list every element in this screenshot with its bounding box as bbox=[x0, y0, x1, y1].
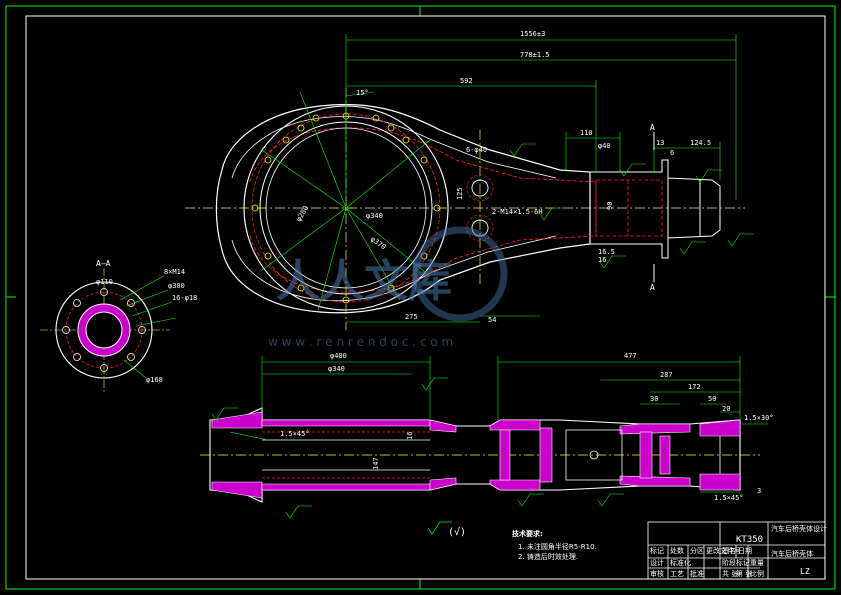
dim-125: 125 bbox=[456, 187, 464, 200]
dim-592: 592 bbox=[460, 77, 473, 85]
part-code: KT350 bbox=[736, 535, 763, 545]
dim-section-dia300: φ300 bbox=[168, 282, 185, 290]
dim-54: 54 bbox=[488, 316, 496, 324]
svg-text:标准化: 标准化 bbox=[670, 558, 691, 567]
plan-view: 1556±3 778±1.5 592 15° 110 13 6 124.5 27… bbox=[185, 30, 754, 330]
svg-text:设计: 设计 bbox=[650, 558, 664, 567]
dim-50: 50 bbox=[708, 395, 716, 403]
dim-elev-dia400: φ400 bbox=[330, 352, 347, 360]
outer-frame bbox=[5, 5, 836, 590]
section-mark-top: A bbox=[650, 123, 655, 132]
tech-req-item-2: 2. 铸造后时效处理. bbox=[518, 552, 578, 561]
dim-chamfer-1: 1.5×45° bbox=[280, 430, 310, 438]
dim-20: 20 bbox=[722, 405, 730, 413]
dim-chamfer-2: 1.5×30° bbox=[744, 414, 774, 422]
dim-16-5: 16.5 bbox=[598, 248, 615, 256]
tech-req-item-1: 1. 未注圆角半径R5-R10. bbox=[518, 542, 597, 551]
title-top-right: 汽车后桥壳体设计 bbox=[771, 524, 827, 533]
dim-110: 110 bbox=[580, 129, 593, 137]
svg-text:阶段标记: 阶段标记 bbox=[722, 558, 750, 567]
svg-text:批准: 批准 bbox=[690, 569, 704, 578]
dim-16: 16 bbox=[598, 256, 606, 264]
svg-text:更改文件号: 更改文件号 bbox=[706, 546, 741, 555]
dim-dia340: φ340 bbox=[366, 212, 383, 220]
title-block-labels: 标记 处数 分区 更改文件号 签名 日期 设计 标准化 审核 工艺 批准 阶段标… bbox=[650, 546, 764, 578]
dim-chamfer-3: 1.5×45° bbox=[714, 494, 744, 502]
svg-text:标记: 标记 bbox=[650, 546, 664, 555]
dim-778: 778±1.5 bbox=[520, 51, 550, 59]
roughness-symbol: (√) bbox=[448, 526, 466, 538]
svg-text:比例: 比例 bbox=[750, 569, 764, 578]
tech-req-title: 技术要求: bbox=[512, 529, 543, 538]
dim-dia280: φ280 bbox=[295, 204, 310, 223]
dim-13: 13 bbox=[656, 139, 664, 147]
dim-elev-16: 16 bbox=[406, 432, 414, 440]
dim-section-hole: 16-φ18 bbox=[172, 294, 197, 302]
dim-147: 147 bbox=[372, 457, 380, 470]
dim-angle: 15° bbox=[356, 89, 369, 97]
general-roughness: (√) bbox=[427, 521, 466, 538]
dim-section-dia110: φ110 bbox=[96, 278, 113, 286]
watermark-url: w w w . r e n r e n d o c . c o m bbox=[268, 335, 453, 349]
svg-text:签名: 签名 bbox=[722, 546, 736, 555]
dim-dia370: φ370 bbox=[369, 235, 387, 251]
dim-6: 6 bbox=[670, 149, 674, 157]
bolt-holes bbox=[251, 112, 441, 304]
inner-frame bbox=[25, 15, 826, 580]
dim-dia40: φ40 bbox=[598, 142, 611, 150]
svg-text:工艺: 工艺 bbox=[670, 570, 684, 578]
dim-90: 90 bbox=[606, 202, 614, 210]
svg-text:分区: 分区 bbox=[690, 546, 704, 555]
svg-text:重量: 重量 bbox=[750, 559, 764, 567]
housing-outline bbox=[215, 103, 591, 314]
material: LZ bbox=[800, 567, 810, 576]
dim-8xm14: 8×M14 bbox=[164, 268, 185, 276]
dim-1556: 1556±3 bbox=[520, 30, 545, 38]
section-mark-bottom: A bbox=[650, 283, 655, 292]
dim-dia168: φ168 bbox=[146, 376, 163, 384]
watermark: 人人文库 w w w . r e n r e n d o c . c o m bbox=[268, 226, 508, 349]
svg-text:第 张: 第 张 bbox=[736, 569, 752, 578]
section-view-label: A—A bbox=[96, 259, 111, 268]
dim-275: 275 bbox=[405, 313, 418, 321]
svg-text:日期: 日期 bbox=[738, 547, 752, 555]
elevation-view: φ400 φ340 477 287 172 30 50 20 1.5×45° 1… bbox=[200, 352, 774, 519]
dim-172: 172 bbox=[688, 383, 701, 391]
svg-text:处数: 处数 bbox=[670, 546, 684, 555]
dim-287: 287 bbox=[660, 371, 673, 379]
dim-3: 3 bbox=[757, 487, 761, 495]
technical-requirements: 技术要求: 1. 未注圆角半径R5-R10. 2. 铸造后时效处理. bbox=[512, 529, 597, 561]
dim-m14: 2-M14×1.5-6H bbox=[492, 208, 543, 216]
title-block: KT350 汽车后桥壳体设计 汽车后桥壳体 LZ 标记 处数 分区 更改文件号 … bbox=[647, 521, 827, 580]
dim-30: 30 bbox=[650, 395, 658, 403]
dim-elev-dia340: φ340 bbox=[328, 365, 345, 373]
dim-6xdia40: 6-φ40 bbox=[466, 146, 487, 154]
dim-124-5: 124.5 bbox=[690, 139, 711, 147]
svg-text:审核: 审核 bbox=[650, 569, 664, 578]
watermark-logo-text: 人人文库 bbox=[276, 256, 452, 307]
section-view-a-a: A—A 8×M14 φ300 16-φ18 φ110 bbox=[40, 259, 197, 392]
part-name: 汽车后桥壳体 bbox=[771, 549, 813, 558]
dim-477: 477 bbox=[624, 352, 637, 360]
svg-text:共 张: 共 张 bbox=[722, 569, 738, 578]
